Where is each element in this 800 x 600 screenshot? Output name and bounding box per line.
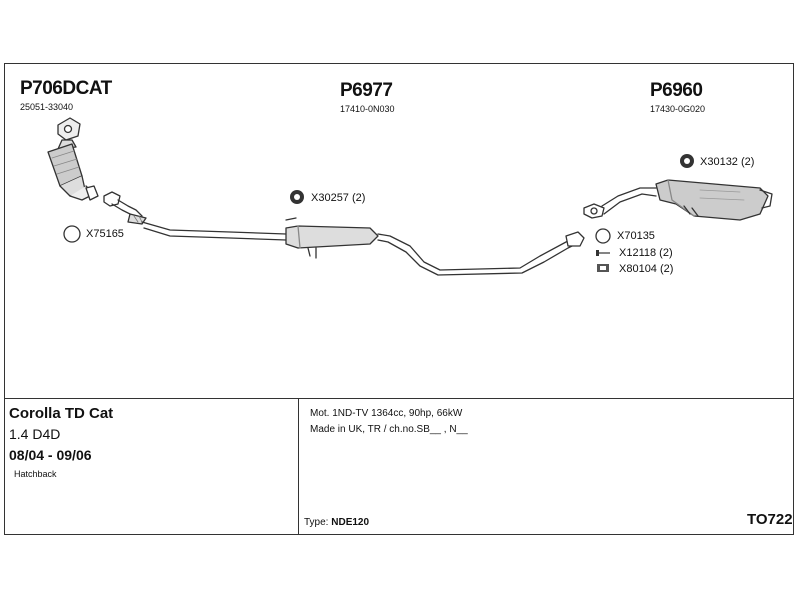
diagram-frame bbox=[4, 63, 794, 535]
fitting-label-x30132: X30132 (2) bbox=[700, 156, 755, 168]
rear-silencer-drawing bbox=[583, 179, 773, 221]
origin-spec: Made in UK, TR / ch.no.SB__ , N__ bbox=[310, 424, 468, 435]
oem-number-catalyst: 25051-33040 bbox=[20, 102, 74, 112]
front-pipe-drawing bbox=[103, 191, 297, 241]
type-value: NDE120 bbox=[331, 517, 370, 528]
bolt-icon bbox=[596, 250, 610, 256]
part-number-middle-silencer: P6977 bbox=[340, 80, 393, 101]
fitting-label-x70135: X70135 bbox=[617, 230, 655, 242]
gasket-ring-icon bbox=[595, 228, 611, 244]
part-number-rear-silencer: P6960 bbox=[650, 80, 703, 101]
info-column-divider bbox=[298, 398, 299, 535]
vehicle-model: Corolla TD Cat bbox=[9, 405, 114, 422]
type-row: Type: NDE120 bbox=[304, 517, 369, 528]
part-number-catalyst: P706DCAT bbox=[20, 78, 112, 99]
rubber-mount-icon bbox=[680, 154, 694, 168]
gasket-ring-icon bbox=[63, 225, 81, 243]
fitting-label-x80104: X80104 (2) bbox=[619, 263, 674, 275]
catalytic-converter-drawing bbox=[47, 117, 99, 201]
fitting-label-x30257: X30257 (2) bbox=[311, 192, 366, 204]
middle-silencer-drawing bbox=[285, 225, 585, 276]
fitting-label-x75165: X75165 bbox=[86, 228, 124, 240]
nut-icon bbox=[597, 264, 609, 272]
vehicle-body-type: Hatchback bbox=[14, 469, 57, 479]
diagram-code: TO722 bbox=[747, 511, 793, 528]
oem-number-middle-silencer: 17410-0N030 bbox=[340, 104, 395, 114]
engine-spec: Mot. 1ND-TV 1364cc, 90hp, 66kW bbox=[310, 408, 463, 419]
oem-number-rear-silencer: 17430-0G020 bbox=[650, 104, 706, 114]
type-label: Type: bbox=[304, 517, 329, 528]
vehicle-years: 08/04 - 09/06 bbox=[9, 447, 92, 463]
fitting-label-x12118: X12118 (2) bbox=[619, 247, 673, 259]
rubber-mount-icon bbox=[290, 190, 304, 204]
vehicle-engine: 1.4 D4D bbox=[9, 426, 61, 442]
info-divider bbox=[4, 398, 794, 399]
